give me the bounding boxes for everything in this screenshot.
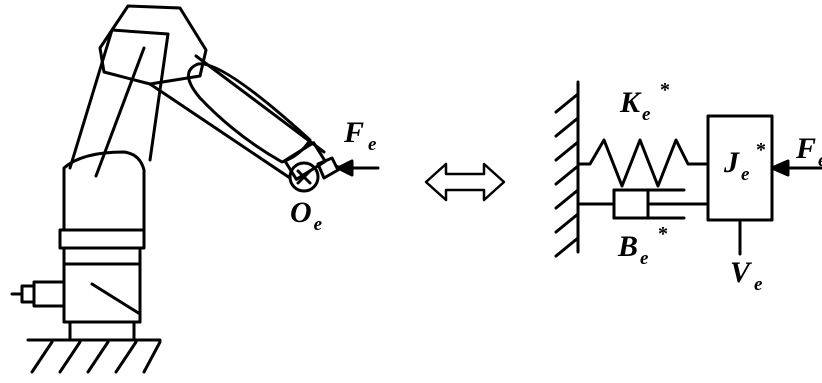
- robot-base: [10, 246, 142, 342]
- robot-arm: [10, 4, 380, 374]
- robot-ground: [26, 338, 162, 374]
- model-wall: [554, 80, 580, 258]
- model-force-label: Fe: [795, 132, 822, 171]
- robot-shoulder: [58, 150, 146, 250]
- model-spring: [576, 138, 710, 188]
- inertia-sup: *: [756, 139, 766, 161]
- double-arrow-icon: [424, 162, 506, 202]
- model-force-arrow: [770, 159, 822, 177]
- damping-sup: *: [658, 223, 668, 245]
- stiffness-sup: *: [660, 79, 670, 101]
- robot-wrist: [283, 141, 346, 193]
- robot-forearm: [148, 54, 326, 180]
- model-mass: [706, 114, 774, 222]
- robot-upper-arm: [68, 28, 170, 178]
- impedance-model: [554, 80, 822, 258]
- robot-force-arrow: [336, 159, 380, 177]
- model-damper: [576, 188, 710, 220]
